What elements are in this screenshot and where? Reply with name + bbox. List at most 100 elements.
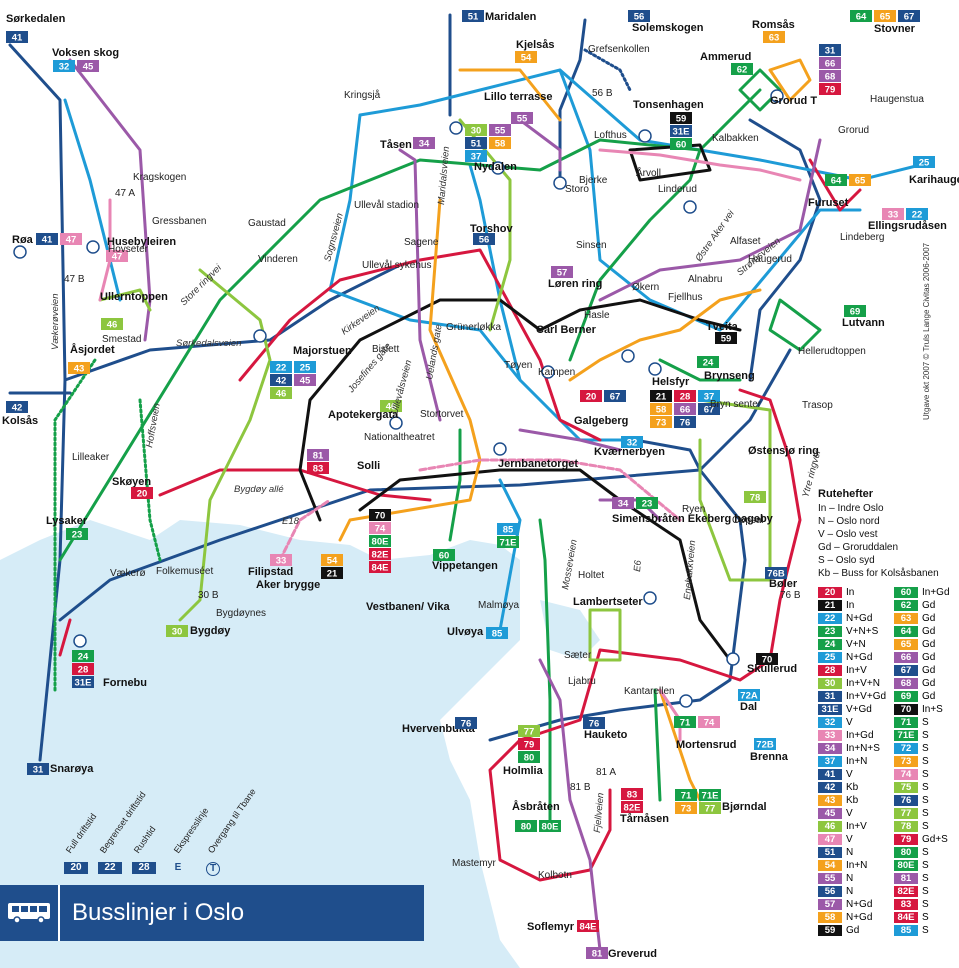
route-table-row: 63 Gd xyxy=(894,612,935,624)
place-label-dal: Dal xyxy=(740,701,757,713)
route-number-badge: 45 xyxy=(818,807,842,819)
route-area: S xyxy=(922,885,929,897)
route-badge: 70 xyxy=(369,509,391,522)
svg-text:69: 69 xyxy=(850,307,861,318)
route-number-badge: 21 xyxy=(818,599,842,611)
svg-text:82E: 82E xyxy=(372,550,389,561)
route-number-badge: 31E xyxy=(818,703,842,715)
route-badge: 76 xyxy=(674,416,696,429)
place-label-ellingsrud: Ellingsrudåsen xyxy=(868,220,947,232)
svg-text:58: 58 xyxy=(656,405,667,416)
route-area: In+V+Gd xyxy=(846,690,887,702)
svg-text:81: 81 xyxy=(313,451,324,462)
route-area: N+Gd xyxy=(846,911,873,923)
route-badge: 84E xyxy=(577,920,599,933)
place-label-lambertseter: Lambertseter xyxy=(573,596,643,608)
legend: Rutehefter In – Indre Oslo N – Oslo nord… xyxy=(818,488,958,580)
place-label-jernbanetorget: Jernbanetorget xyxy=(498,458,578,470)
place-label-tarnasen: Tårnåsen xyxy=(620,813,669,825)
route-number-badge: 73 xyxy=(894,755,918,767)
route-number-badge: 63 xyxy=(894,612,918,624)
place-label-soflemyr: Soflemyr xyxy=(527,921,575,933)
svg-text:65: 65 xyxy=(880,12,891,23)
small-label: Alfaset xyxy=(730,236,761,247)
route-area: Kb xyxy=(846,781,859,793)
small-label: Sagene xyxy=(404,237,439,248)
svg-text:42: 42 xyxy=(276,376,287,387)
route-area: Gd xyxy=(922,612,936,624)
place-label-grorud: Grorud T xyxy=(770,95,817,107)
route-badge: 47 xyxy=(106,250,128,263)
title-bar: Busslinjer i Oslo xyxy=(0,885,424,941)
svg-text:47: 47 xyxy=(112,252,123,263)
route-badge: 82E xyxy=(621,801,643,814)
street-label: Maridalsveien xyxy=(436,146,452,205)
svg-text:85: 85 xyxy=(492,629,503,640)
route-number-badge: 54 xyxy=(818,859,842,871)
small-label: Alnabru xyxy=(688,274,722,285)
place-label-torshov: Torshov xyxy=(470,223,513,235)
route-badge: 42 xyxy=(270,374,292,387)
route-number-badge: 23 xyxy=(818,625,842,637)
route-badge: 31 xyxy=(27,763,49,776)
svg-text:81: 81 xyxy=(592,949,603,960)
route-badge: 67 xyxy=(898,10,920,23)
route-area: S xyxy=(922,859,929,871)
island-water xyxy=(540,600,600,660)
svg-text:51: 51 xyxy=(468,12,479,23)
route-badge: 25 xyxy=(913,156,935,169)
svg-text:34: 34 xyxy=(618,499,629,510)
route-area: Gd xyxy=(922,677,936,689)
street-label: Hoffsveien xyxy=(144,402,163,448)
route-number-badge: 65 xyxy=(894,638,918,650)
svg-text:37: 37 xyxy=(704,392,715,403)
place-label-lutvann: Lutvann xyxy=(842,317,885,329)
route-badge: 60 xyxy=(433,549,455,562)
place-label-kvaernerbyen: Kværnerbyen xyxy=(594,446,665,458)
route-badge: 22 xyxy=(906,208,928,221)
route-badge: 72A xyxy=(738,689,760,702)
small-label: Folkemuséet xyxy=(156,566,213,577)
route-badge: 65 xyxy=(874,10,896,23)
small-label: Sæter xyxy=(564,650,592,661)
route-badge: 80E xyxy=(539,820,561,833)
route-number-badge: 55 xyxy=(818,872,842,884)
small-label: 81 B xyxy=(570,782,591,793)
route-number-badge: 62 xyxy=(894,599,918,611)
route-badge: 67 xyxy=(604,390,626,403)
route-badge: 37 xyxy=(698,390,720,403)
svg-text:68: 68 xyxy=(825,72,836,83)
route-table-row: 45 V xyxy=(818,807,853,819)
route-badge: 85 xyxy=(486,627,508,640)
street-label: Vækerøveien xyxy=(50,294,61,351)
small-label: 47 A xyxy=(115,188,135,199)
route-area: V xyxy=(846,807,853,819)
svg-text:59: 59 xyxy=(676,114,687,125)
small-label: Oppsal xyxy=(732,515,764,526)
route-number-badge: 58 xyxy=(818,911,842,923)
route-number-badge: 78 xyxy=(894,820,918,832)
route-badge: 30 xyxy=(166,625,188,638)
legend-group: Gd – Groruddalen xyxy=(818,542,899,553)
svg-text:74: 74 xyxy=(704,718,715,729)
route-area: N xyxy=(846,846,854,858)
route-area: S xyxy=(922,729,929,741)
route-number-badge: 31 xyxy=(818,690,842,702)
route-badge: 81 xyxy=(586,947,608,960)
svg-text:56: 56 xyxy=(479,235,490,246)
